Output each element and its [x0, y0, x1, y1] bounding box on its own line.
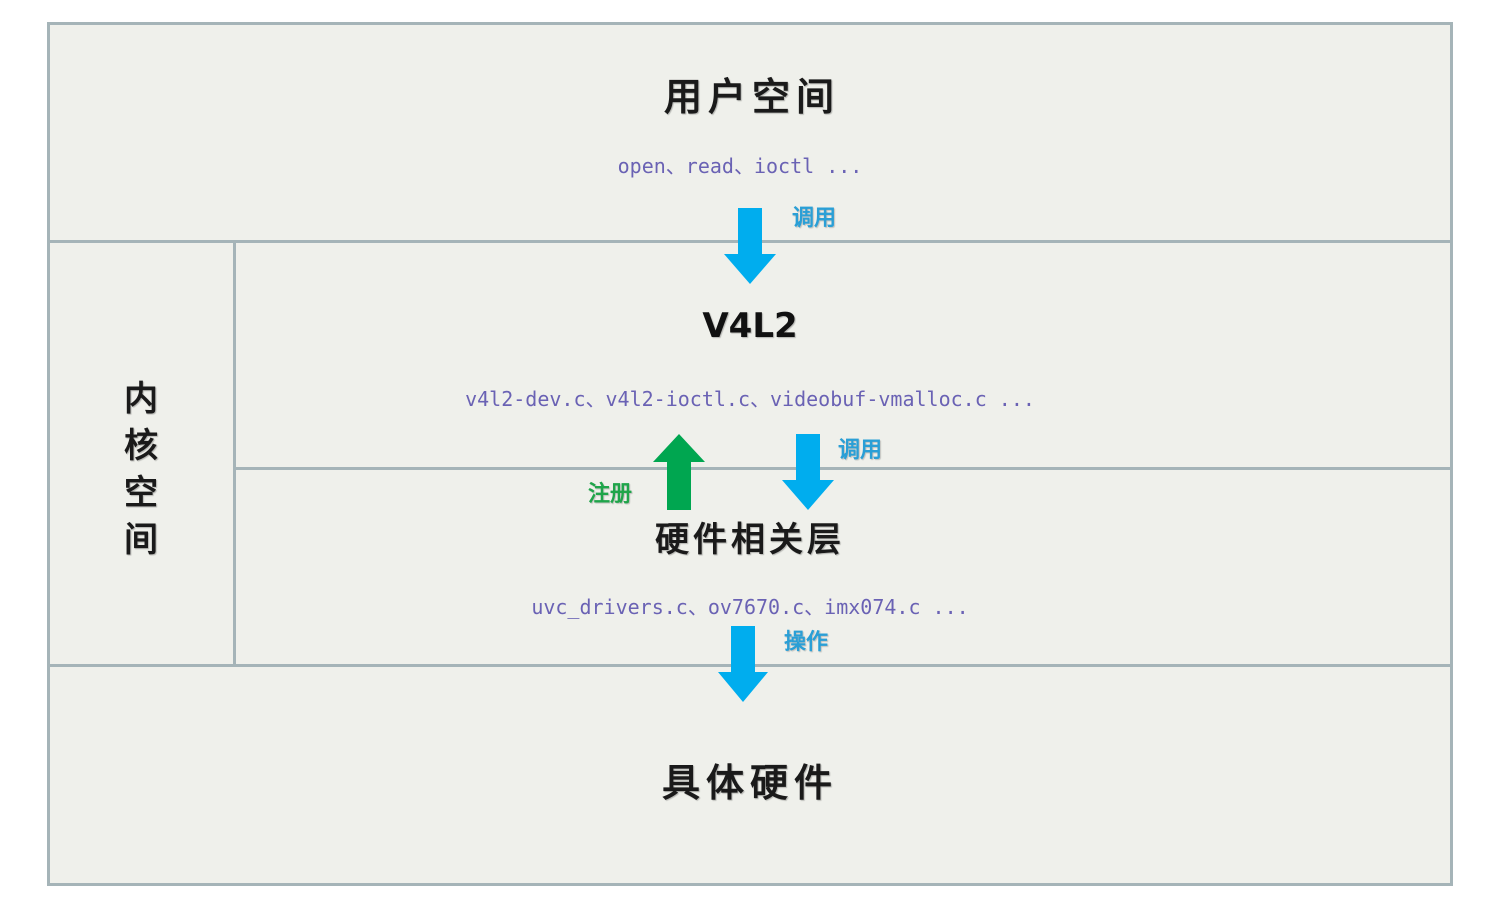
register-up-arrow-icon — [653, 434, 705, 510]
operate-label: 操作 — [784, 630, 829, 655]
v4l2-architecture-diagram — [47, 22, 1453, 886]
call-label-v4l2: 调用 — [838, 438, 883, 463]
kernel-label-divider — [233, 240, 236, 667]
kernel-space-label-text: 内核空间 — [124, 379, 158, 560]
v4l2-hwlayer-divider — [233, 467, 1453, 470]
call-down-arrow-icon-2 — [782, 434, 834, 510]
hardware-title: 具体硬件 — [661, 760, 838, 805]
call-down-arrow-icon — [724, 208, 776, 284]
v4l2-title: V4L2 — [702, 306, 798, 346]
user-space-title: 用户空间 — [663, 74, 840, 119]
operate-down-arrow-icon — [718, 626, 768, 702]
kernel-space-label: 内核空间 — [111, 376, 171, 564]
hardware-layer-files: uvc_drivers.c、ov7670.c、imx074.c ... — [531, 595, 969, 619]
register-label: 注册 — [588, 482, 633, 507]
call-label-user: 调用 — [792, 206, 837, 231]
hardware-layer-title: 硬件相关层 — [655, 520, 845, 560]
v4l2-files: v4l2-dev.c、v4l2-ioctl.c、videobuf-vmalloc… — [465, 387, 1035, 411]
user-space-functions: open、read、ioctl ... — [617, 154, 863, 178]
